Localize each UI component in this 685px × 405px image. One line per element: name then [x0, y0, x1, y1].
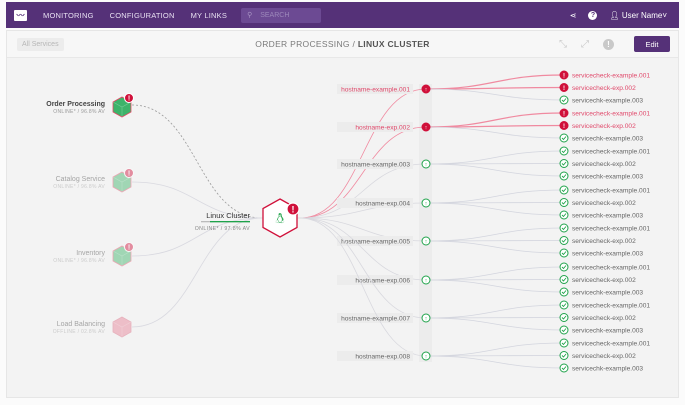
user-name: User Name — [621, 10, 663, 20]
fullscreen-icon[interactable]: ⤢ — [581, 38, 589, 50]
search-input[interactable] — [260, 11, 311, 19]
nav-monitoring[interactable]: MONITORING — [43, 10, 94, 20]
breadcrumb-parent: ORDER PROCESSING / — [255, 39, 356, 49]
user-icon: 👤︎ — [609, 10, 620, 20]
help-icon[interactable]: ? — [588, 10, 598, 20]
share-icon[interactable]: ⋖ — [569, 10, 577, 20]
top-navbar: 〰 MONITORING CONFIGURATION MY LINKS ⚲ ⋖ … — [6, 2, 679, 28]
user-menu[interactable]: 👤︎ User Name˅ — [609, 10, 667, 20]
search-box[interactable]: ⚲ — [241, 7, 322, 23]
service-map-panel: All Services ORDER PROCESSING / LINUX CL… — [6, 30, 679, 398]
all-services-button[interactable]: All Services — [17, 37, 64, 51]
search-icon: ⚲ — [247, 12, 253, 19]
breadcrumb-current: LINUX CLUSTER — [357, 39, 430, 49]
alert-icon[interactable]: ! — [603, 38, 614, 50]
nav-my-links[interactable]: MY LINKS — [190, 10, 228, 20]
collapse-icon[interactable]: ⤡ — [559, 38, 567, 50]
app-logo[interactable]: 〰 — [14, 9, 27, 21]
edit-button[interactable]: Edit — [634, 36, 670, 52]
nav-configuration[interactable]: CONFIGURATION — [109, 10, 175, 20]
toolbar: All Services ORDER PROCESSING / LINUX CL… — [7, 31, 678, 58]
